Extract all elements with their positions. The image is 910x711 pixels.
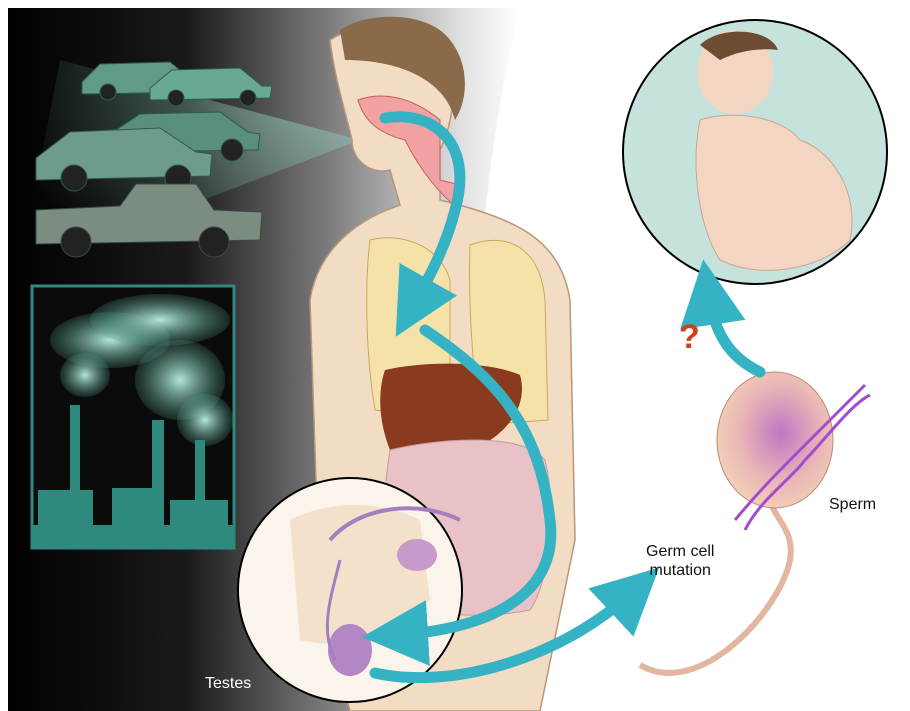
inheritance-arrow [708, 292, 760, 372]
testes-inset [238, 478, 462, 702]
sperm-label: Sperm [829, 495, 876, 514]
testes-label: Testes [205, 674, 251, 693]
sperm [640, 372, 833, 673]
question-mark-label: ? [679, 318, 700, 356]
germ-cell-mutation-label: Germ cell mutation [646, 542, 714, 580]
baby-bubble [623, 20, 887, 284]
